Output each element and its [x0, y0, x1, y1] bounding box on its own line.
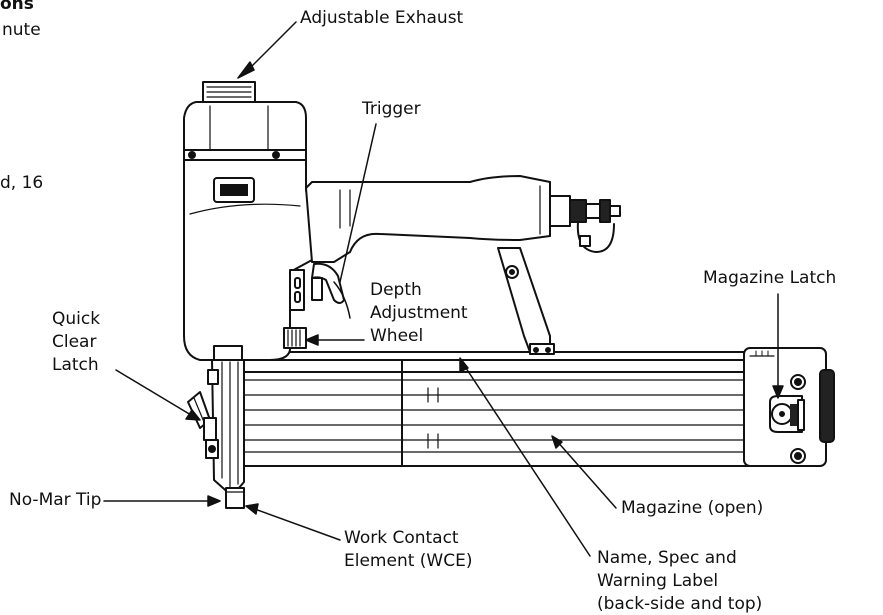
label-quick-line1: Quick: [52, 309, 101, 329]
label-quick-line3: Latch: [52, 355, 99, 375]
label-name-line1: Name, Spec and: [597, 548, 737, 568]
label-wce-line1: Work Contact: [344, 528, 459, 548]
label-quick-line2: Clear: [52, 332, 97, 352]
label-magazine-latch: Magazine Latch: [703, 268, 837, 288]
label-trigger: Trigger: [362, 99, 421, 119]
label-depth-line1: Depth: [370, 280, 422, 300]
label-adjustable-exhaust: Adjustable Exhaust: [300, 8, 464, 28]
trigger: [311, 262, 351, 319]
air-fitting: [549, 195, 621, 253]
support-strut: [497, 247, 555, 355]
magazine-body: [237, 351, 779, 467]
label-no-mar-tip: No-Mar Tip: [9, 490, 102, 510]
margin-heading-fragment: ons: [0, 0, 34, 14]
label-depth-line2: Adjustment: [370, 303, 468, 323]
label-name-line2: Warning Label: [597, 571, 719, 591]
label-depth-line3: Wheel: [370, 326, 424, 346]
cylinder-head: [183, 81, 307, 161]
no-mar-tip: [225, 487, 245, 509]
leader-lines: [103, 21, 784, 557]
label-wce-line2: Element (WCE): [344, 551, 473, 571]
magazine-end-cap: [743, 347, 835, 467]
label-name-line3: (back-side and top): [597, 594, 763, 614]
quick-clear-latch: [187, 391, 217, 441]
label-magazine-open: Magazine (open): [621, 498, 764, 518]
margin-text-fragment: d, 16: [0, 173, 44, 193]
margin-text-fragment: nute: [2, 20, 41, 40]
depth-adjustment-wheel: [283, 269, 307, 349]
